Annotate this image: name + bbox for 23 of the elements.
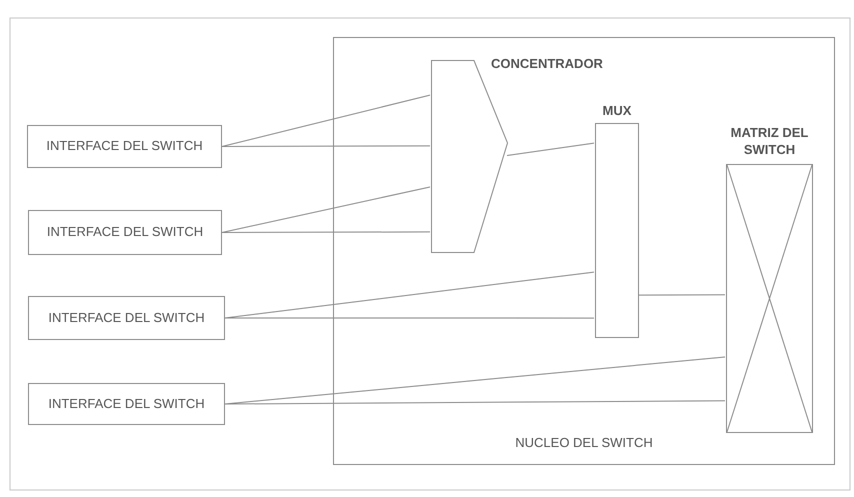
connector-line: [506, 142, 594, 156]
interface-label: INTERFACE DEL SWITCH: [47, 396, 206, 412]
connector-line: [222, 186, 430, 233]
connector-line: [224, 400, 726, 404]
interface-label: INTERFACE DEL SWITCH: [46, 224, 204, 241]
interface-box: [28, 383, 225, 425]
matrix-label: MATRIZ DEL SWITCH: [730, 125, 810, 159]
connector-line: [224, 272, 594, 318]
mux-label: MUX: [602, 103, 632, 120]
switch-core-box: [333, 37, 835, 465]
connector-line: [224, 356, 726, 404]
connector-line: [224, 318, 594, 319]
concentrator-label: CONCENTRADOR: [491, 56, 603, 73]
connector-line: [638, 294, 726, 296]
interface-box: [28, 210, 222, 255]
interface-label: INTERFACE DEL SWITCH: [45, 138, 204, 155]
interface-box: [28, 296, 225, 340]
interface-label: INTERFACE DEL SWITCH: [47, 310, 206, 326]
connector-line: [222, 145, 430, 147]
connector-line: [222, 231, 430, 233]
interface-box: [27, 125, 222, 168]
connector-line: [222, 94, 430, 147]
core-label: NUCLEO DEL SWITCH: [514, 435, 654, 452]
